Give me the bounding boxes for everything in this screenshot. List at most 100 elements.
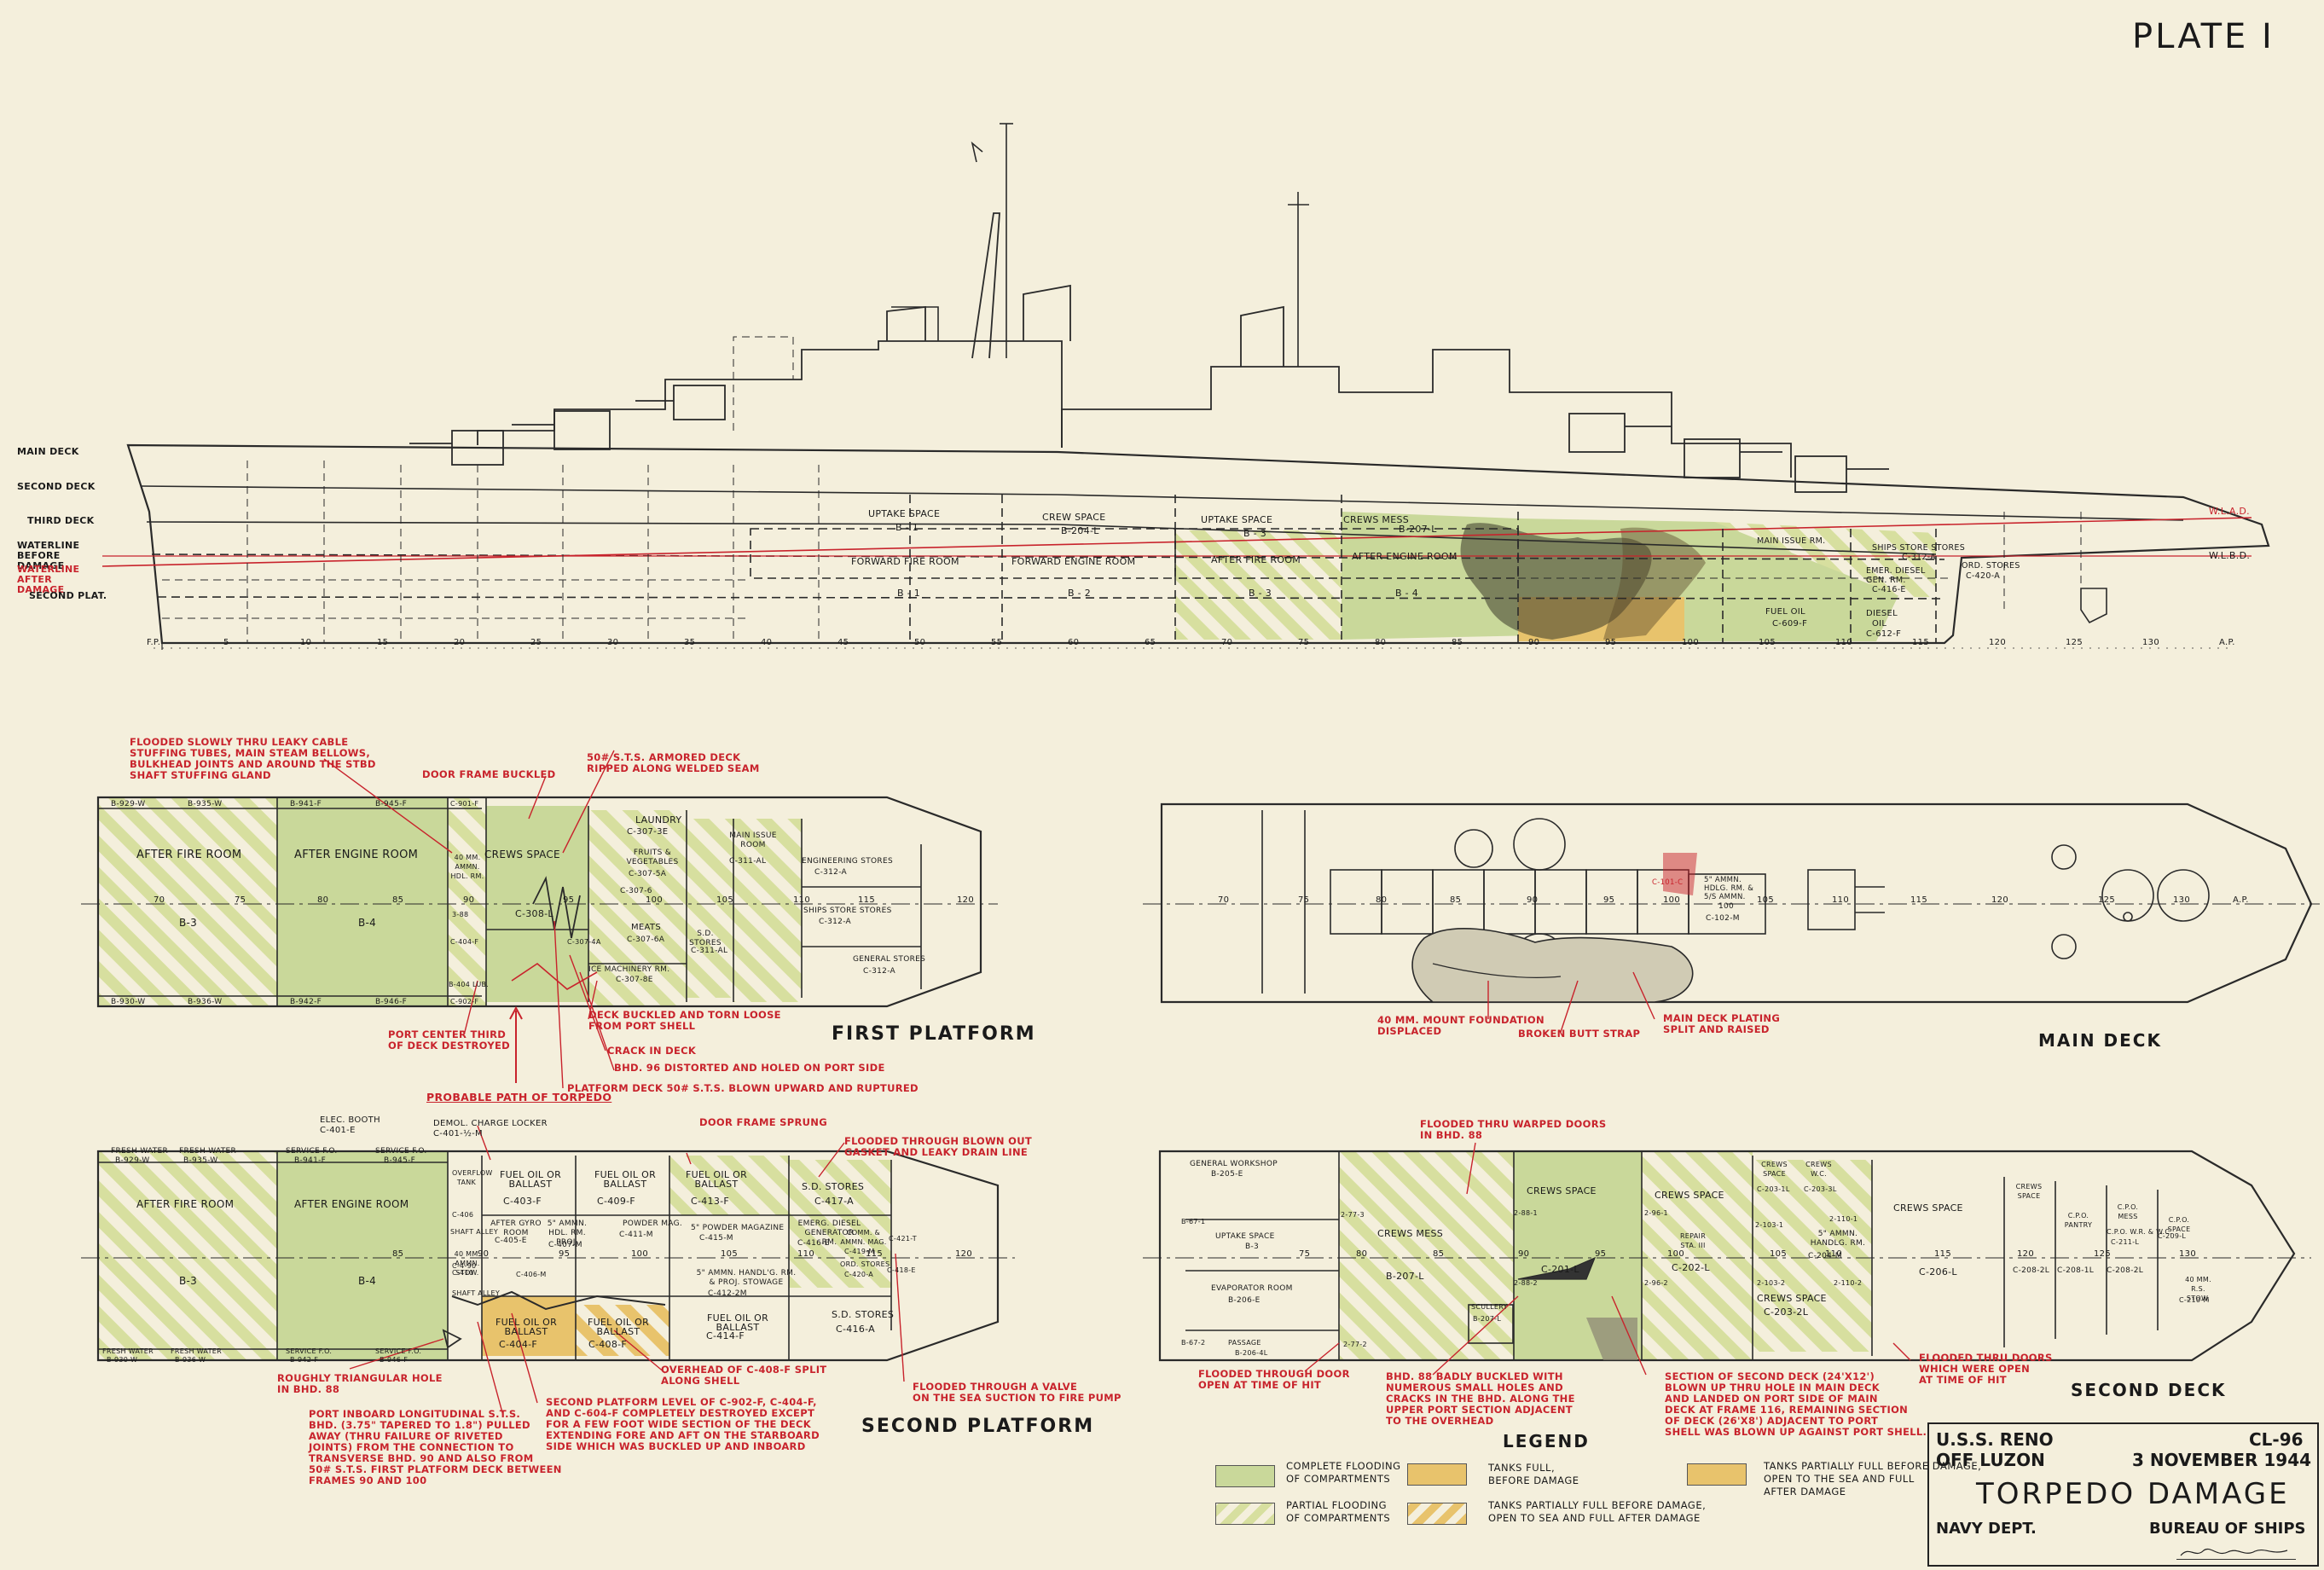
profile-frame-27: A.P.: [2219, 638, 2235, 647]
sd-cell-5: B-206-E: [1228, 1296, 1261, 1305]
sd-cell-10: CREWS SPACE: [1527, 1185, 1597, 1196]
sd-frame-6: 105: [1770, 1249, 1787, 1259]
sd-cell-0: GENERAL WORKSHOP: [1190, 1160, 1278, 1168]
sp-note-demol: DEMOL. CHARGE LOCKER C-401-½-M: [433, 1119, 548, 1138]
deck-label-second: SECOND DECK: [17, 481, 96, 492]
legend-swatch-partial-tank: [1407, 1503, 1467, 1525]
profile-view: [101, 123, 2270, 650]
sp-cell-57: 40 MM. AMMN. STOW.: [454, 1250, 481, 1277]
fp-cell-23: C-311-AL: [729, 857, 767, 866]
sp-note-door-frame: DOOR FRAME SPRUNG: [699, 1116, 827, 1128]
profile-frame-15: 75: [1298, 638, 1310, 647]
fp-cell-1: B-935-W: [188, 800, 223, 808]
sd-cell-35: C.P.O. W.R. & W.C.: [2107, 1228, 2173, 1236]
aft-gen-rm: GEN. RM.: [1866, 576, 1906, 585]
fp-cell-30: B-930-W: [111, 998, 146, 1006]
sp-cell-38: FUEL OIL OR BALLAST: [495, 1317, 558, 1337]
sd-cell-31: C.P.O. MESS: [2117, 1203, 2139, 1220]
profile-frame-3: 15: [377, 638, 389, 647]
sd-cell-50: 2-110-2: [1834, 1279, 1863, 1287]
sd-cell-42: 2-77-2: [1343, 1341, 1367, 1348]
fp-frame-6: 100: [646, 895, 663, 905]
fp-cell-22: MAIN ISSUE ROOM: [729, 831, 777, 849]
sp-cell-43: C-414-F: [706, 1330, 745, 1341]
sp-cell-26: 5" POWDER MAGAZINE: [691, 1224, 785, 1232]
space-crew: CREW SPACE: [1042, 512, 1106, 523]
sp-cell-44: S.D. STORES: [832, 1309, 895, 1320]
md-frame-3: 85: [1450, 895, 1462, 905]
fp-cell-16: C-307-6A: [627, 936, 665, 944]
room-code-b3: B - 3: [1249, 588, 1272, 599]
aft-emer-diesel: EMER. DIESEL: [1866, 566, 1926, 576]
profile-frame-19: 95: [1605, 638, 1617, 647]
sp-cell-12: FUEL OIL OR BALLAST: [499, 1169, 562, 1190]
aft-main-issue: MAIN ISSUE RM.: [1757, 536, 1826, 546]
tb-title: TORPEDO DAMAGE: [1976, 1477, 2290, 1511]
legend-swatch-partial: [1215, 1503, 1275, 1525]
profile-frame-18: 90: [1528, 638, 1540, 647]
fp-cell-26: SHIPS STORE STORES: [803, 907, 892, 915]
md-frame-7: 105: [1757, 895, 1774, 905]
sd-cell-43: 2-88-1: [1514, 1209, 1538, 1217]
fp-cell-6: AFTER ENGINE ROOM: [294, 849, 419, 861]
tb-date: 3 NOVEMBER 1944: [2132, 1450, 2312, 1470]
tb-ship: U.S.S. RENO: [1936, 1429, 2054, 1450]
legend-swatch-tanks-full: [1407, 1463, 1467, 1486]
sp-note-valve: FLOODED THROUGH A VALVE ON THE SEA SUCTI…: [913, 1381, 1121, 1404]
tb-right: BUREAU OF SHIPS: [2149, 1520, 2306, 1538]
fp-cell-35: 40 MM. AMMN. HDL. RM.: [450, 854, 484, 880]
sd-cell-46: 2-96-2: [1644, 1279, 1668, 1287]
sd-cell-26: C-206-L: [1919, 1266, 1957, 1277]
space-mess-code: B-207-L: [1399, 524, 1437, 535]
fp-cell-7: B-3: [179, 917, 198, 929]
sd-cell-11: C-201-L: [1541, 1264, 1579, 1275]
md-frame-2: 80: [1376, 895, 1388, 905]
sd-cell-37: 40 MM. R.S. STOW.: [2185, 1276, 2211, 1302]
fp-cell-36: C-404-F: [450, 938, 479, 946]
sp-cell-20: AFTER GYRO ROOM: [490, 1220, 542, 1237]
fp-note-probable-path: PROBABLE PATH OF TORPEDO: [426, 1091, 612, 1104]
deck-label-third: THIRD DECK: [27, 515, 95, 526]
profile-frame-24: 120: [1989, 638, 2006, 647]
sd-cell-12: CREWS SPACE: [1655, 1190, 1724, 1201]
sp-cell-56: SHAFT ALLEY: [450, 1228, 499, 1236]
profile-frame-6: 30: [607, 638, 619, 647]
sp-frame-6: 115: [866, 1249, 883, 1259]
sp-note-blown-gasket: FLOODED THROUGH BLOWN OUT GASKET AND LEA…: [844, 1135, 1033, 1158]
sd-note-doors-open: FLOODED THRU DOORS WHICH WERE OPEN AT TI…: [1919, 1352, 2053, 1386]
md-frame-0: 70: [1218, 895, 1230, 905]
profile-frame-7: 35: [684, 638, 696, 647]
sd-note-warped-doors: FLOODED THRU WARPED DOORS IN BHD. 88: [1420, 1118, 1607, 1141]
sd-cell-7: B-206-4L: [1235, 1349, 1268, 1357]
sp-frame-1: 90: [478, 1249, 490, 1259]
sp-cell-40: FUEL OIL OR BALLAST: [587, 1317, 650, 1337]
sd-frame-9: 120: [2017, 1249, 2034, 1259]
aft-ships-store: SHIPS STORE STORES: [1872, 543, 1966, 553]
deck-label-waterline-after: WATERLINE AFTER DAMAGE: [17, 564, 80, 595]
sp-cell-31: C-412-2M: [708, 1289, 747, 1298]
profile-frame-20: 100: [1682, 638, 1699, 647]
md-frame-4: 90: [1527, 895, 1539, 905]
profile-frame-25: 125: [2066, 638, 2083, 647]
sp-cell-3: B-935-W: [183, 1156, 218, 1165]
sd-cell-30: C-208-1L: [2057, 1266, 2095, 1275]
profile-frame-9: 45: [837, 638, 849, 647]
fp-note-platform-deck: PLATFORM DECK 50# S.T.S. BLOWN UPWARD AN…: [567, 1082, 919, 1094]
sp-cell-24: POWDER MAG.: [623, 1220, 683, 1228]
sd-frame-2: 85: [1433, 1249, 1445, 1259]
aft-gen-code: C-416-E: [1872, 585, 1906, 594]
md-note-40mm: 40 MM. MOUNT FOUNDATION DISPLACED: [1377, 1014, 1545, 1037]
sp-cell-35: C-420-A: [844, 1271, 874, 1278]
sd-frame-3: 90: [1518, 1249, 1530, 1259]
aft-ord-stores: ORD. STORES: [1962, 561, 2020, 571]
room-forward-fire: FORWARD FIRE ROOM: [851, 556, 959, 567]
fp-cell-18: ICE MACHINERY RM.: [588, 965, 670, 974]
fp-frame-8: 110: [793, 895, 810, 905]
aft-fuel-oil: FUEL OIL: [1765, 607, 1805, 617]
second-deck-title: SECOND DECK: [2071, 1380, 2227, 1400]
sp-cell-9: AFTER ENGINE ROOM: [294, 1198, 409, 1210]
room-code-b1: B - 1: [897, 588, 921, 599]
legend-tanks-full: TANKS FULL, BEFORE DAMAGE: [1488, 1462, 1579, 1486]
sp-note-elec-booth: ELEC. BOOTH C-401-E: [320, 1115, 380, 1135]
sd-cell-20: C-203-3L: [1804, 1185, 1837, 1193]
